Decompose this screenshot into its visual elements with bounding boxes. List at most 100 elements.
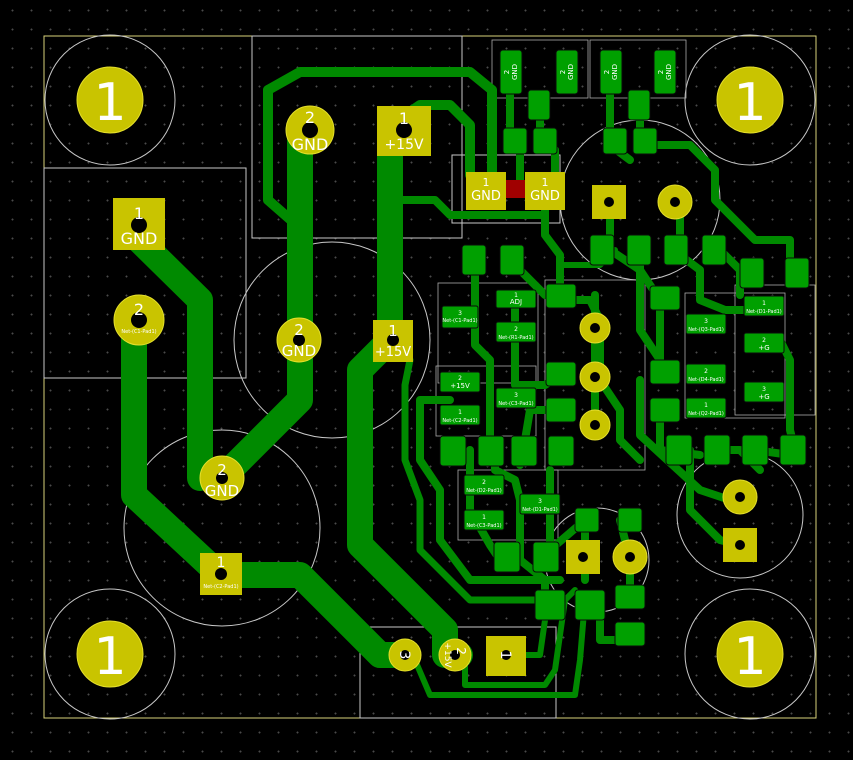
- svg-text:GND: GND: [282, 342, 316, 360]
- mounting-hole-br: 1: [716, 620, 784, 688]
- svg-text:Net-(D1-Pad1): Net-(D1-Pad1): [746, 309, 782, 315]
- svg-text:GND: GND: [567, 64, 575, 80]
- sw-gnd-pad-right: 1 GND: [525, 172, 565, 210]
- svg-text:2: 2: [482, 479, 486, 486]
- regulator-pad1: 1: [486, 636, 526, 676]
- led2-pads: [566, 539, 648, 575]
- svg-text:1: 1: [733, 627, 766, 687]
- svg-text:GND: GND: [511, 64, 519, 80]
- svg-text:2: 2: [657, 70, 665, 74]
- svg-text:+G: +G: [758, 393, 769, 401]
- svg-text:1: 1: [399, 109, 409, 128]
- svg-text:2: 2: [294, 321, 304, 339]
- smd-pads: [439, 49, 810, 647]
- u5-pad2: 2 +G: [743, 332, 785, 354]
- svg-text:1: 1: [762, 300, 766, 307]
- svg-text:Net-(D4-Pad1): Net-(D4-Pad1): [688, 377, 724, 383]
- c1-15v-pad: 1 +15V: [373, 320, 413, 362]
- svg-text:1: 1: [388, 322, 398, 340]
- svg-text:1: 1: [93, 73, 126, 133]
- svg-text:1: 1: [514, 292, 518, 299]
- svg-text:GND: GND: [121, 229, 158, 248]
- u1-adj-pad: 1 ADJ: [495, 289, 537, 309]
- sw-gnd-pad-left: 1 GND: [466, 172, 506, 210]
- smd-labeled-pads: 1 ADJ 3 Net-(C1-Pad1) 2 Net-(R1-Pad1) 2 …: [439, 289, 785, 531]
- svg-text:+15V: +15V: [384, 137, 424, 153]
- svg-text:Net-(R1-Pad1): Net-(R1-Pad1): [498, 335, 533, 341]
- u4-pad1: 1 Net-(Q2-Pad1): [685, 397, 727, 419]
- svg-text:Net-(C1-Pad1): Net-(C1-Pad1): [121, 329, 156, 335]
- th-pads: 2 GND 1 +15V 2 GND 1 +15V 1 GND: [113, 105, 758, 676]
- regulator-pad2: 2 +15V: [438, 638, 472, 672]
- u1-pad2: 2 Net-(R1-Pad1): [495, 321, 537, 343]
- svg-text:1: 1: [482, 514, 486, 521]
- u3-pad3: 3 Net-(D1-Pad1): [519, 493, 561, 515]
- svg-text:2: 2: [305, 108, 315, 127]
- u2-pad2: 2 +15V: [439, 371, 481, 393]
- svg-text:2: 2: [704, 368, 708, 375]
- svg-text:Net-(C3-Pad1): Net-(C3-Pad1): [498, 401, 533, 407]
- j1-15v-pad: 1 +15V: [377, 106, 431, 156]
- svg-text:+15V: +15V: [450, 382, 470, 390]
- svg-text:ADJ: ADJ: [510, 298, 522, 306]
- svg-text:2: 2: [559, 70, 567, 74]
- svg-text:Net-(D2-Pad1): Net-(D2-Pad1): [466, 488, 502, 494]
- j2-pad2: 2 Net-(C1-Pad1): [113, 294, 165, 346]
- u5-pad1: 1 Net-(D1-Pad1): [743, 295, 785, 317]
- pot-pads: [579, 312, 611, 441]
- u3-pad1: 1 Net-(C3-Pad1): [463, 509, 505, 531]
- svg-text:3: 3: [458, 310, 462, 317]
- svg-text:2: 2: [458, 375, 462, 382]
- c1-gnd-pad: 2 GND: [276, 317, 322, 363]
- c2-pad1: 1 Net-(C2-Pad1): [200, 553, 242, 595]
- svg-text:Net-(C1-Pad1): Net-(C1-Pad1): [442, 318, 477, 324]
- svg-text:1: 1: [733, 73, 766, 133]
- svg-text:2: 2: [134, 300, 144, 319]
- c2-gnd-pad: 2 GND: [199, 455, 245, 501]
- svg-text:1: 1: [483, 176, 490, 189]
- svg-text:Net-(Q3-Pad1): Net-(Q3-Pad1): [688, 327, 724, 333]
- svg-text:1: 1: [134, 204, 144, 223]
- u4-pad2: 2 Net-(D4-Pad1): [685, 363, 727, 385]
- regulator-pad3: 3: [388, 638, 422, 672]
- u2-pad1: 1 Net-(C2-Pad1): [439, 404, 481, 426]
- svg-text:2: 2: [514, 326, 518, 333]
- out-pads: [722, 479, 758, 562]
- j2-gnd-pad: 1 GND: [113, 198, 165, 250]
- u3-pad2: 2 Net-(D2-Pad1): [463, 474, 505, 496]
- svg-text:2: 2: [503, 70, 511, 74]
- svg-text:GND: GND: [205, 482, 239, 500]
- svg-text:3: 3: [514, 392, 518, 399]
- svg-text:Net-(C2-Pad1): Net-(C2-Pad1): [442, 418, 477, 424]
- resistor-body: [502, 180, 530, 198]
- svg-text:GND: GND: [665, 64, 673, 80]
- j1-gnd-pad: 2 GND: [285, 105, 335, 155]
- u2-pad3: 3 Net-(C3-Pad1): [495, 387, 537, 409]
- svg-text:Net-(C2-Pad1): Net-(C2-Pad1): [203, 584, 238, 590]
- svg-text:+15V: +15V: [375, 345, 411, 360]
- top-gnd-pads: 2 GND 2 GND 2 GND 2 GND: [503, 64, 673, 80]
- svg-text:3: 3: [704, 318, 708, 325]
- u4-pad3: 3 Net-(Q3-Pad1): [685, 313, 727, 335]
- svg-text:Net-(C3-Pad1): Net-(C3-Pad1): [466, 523, 501, 529]
- svg-text:3: 3: [762, 386, 766, 393]
- mounting-hole-bl: 1: [76, 620, 144, 688]
- svg-text:GND: GND: [530, 189, 560, 204]
- svg-text:2: 2: [603, 70, 611, 74]
- u5-pad3: 3 +G: [743, 381, 785, 403]
- svg-text:1: 1: [458, 409, 462, 416]
- mounting-holes: 1 1 1 1: [76, 66, 784, 688]
- svg-text:GND: GND: [611, 64, 619, 80]
- mounting-hole-tr: 1: [716, 66, 784, 134]
- svg-text:3: 3: [538, 498, 542, 505]
- svg-text:1: 1: [704, 402, 708, 409]
- svg-text:Net-(Q2-Pad1): Net-(Q2-Pad1): [688, 411, 724, 417]
- svg-text:1: 1: [93, 627, 126, 687]
- svg-text:Net-(D1-Pad1): Net-(D1-Pad1): [522, 507, 558, 513]
- svg-text:1: 1: [542, 176, 549, 189]
- svg-text:1: 1: [217, 555, 226, 571]
- svg-text:+15V: +15V: [442, 642, 452, 668]
- svg-text:GND: GND: [471, 189, 501, 204]
- svg-text:2: 2: [454, 647, 468, 655]
